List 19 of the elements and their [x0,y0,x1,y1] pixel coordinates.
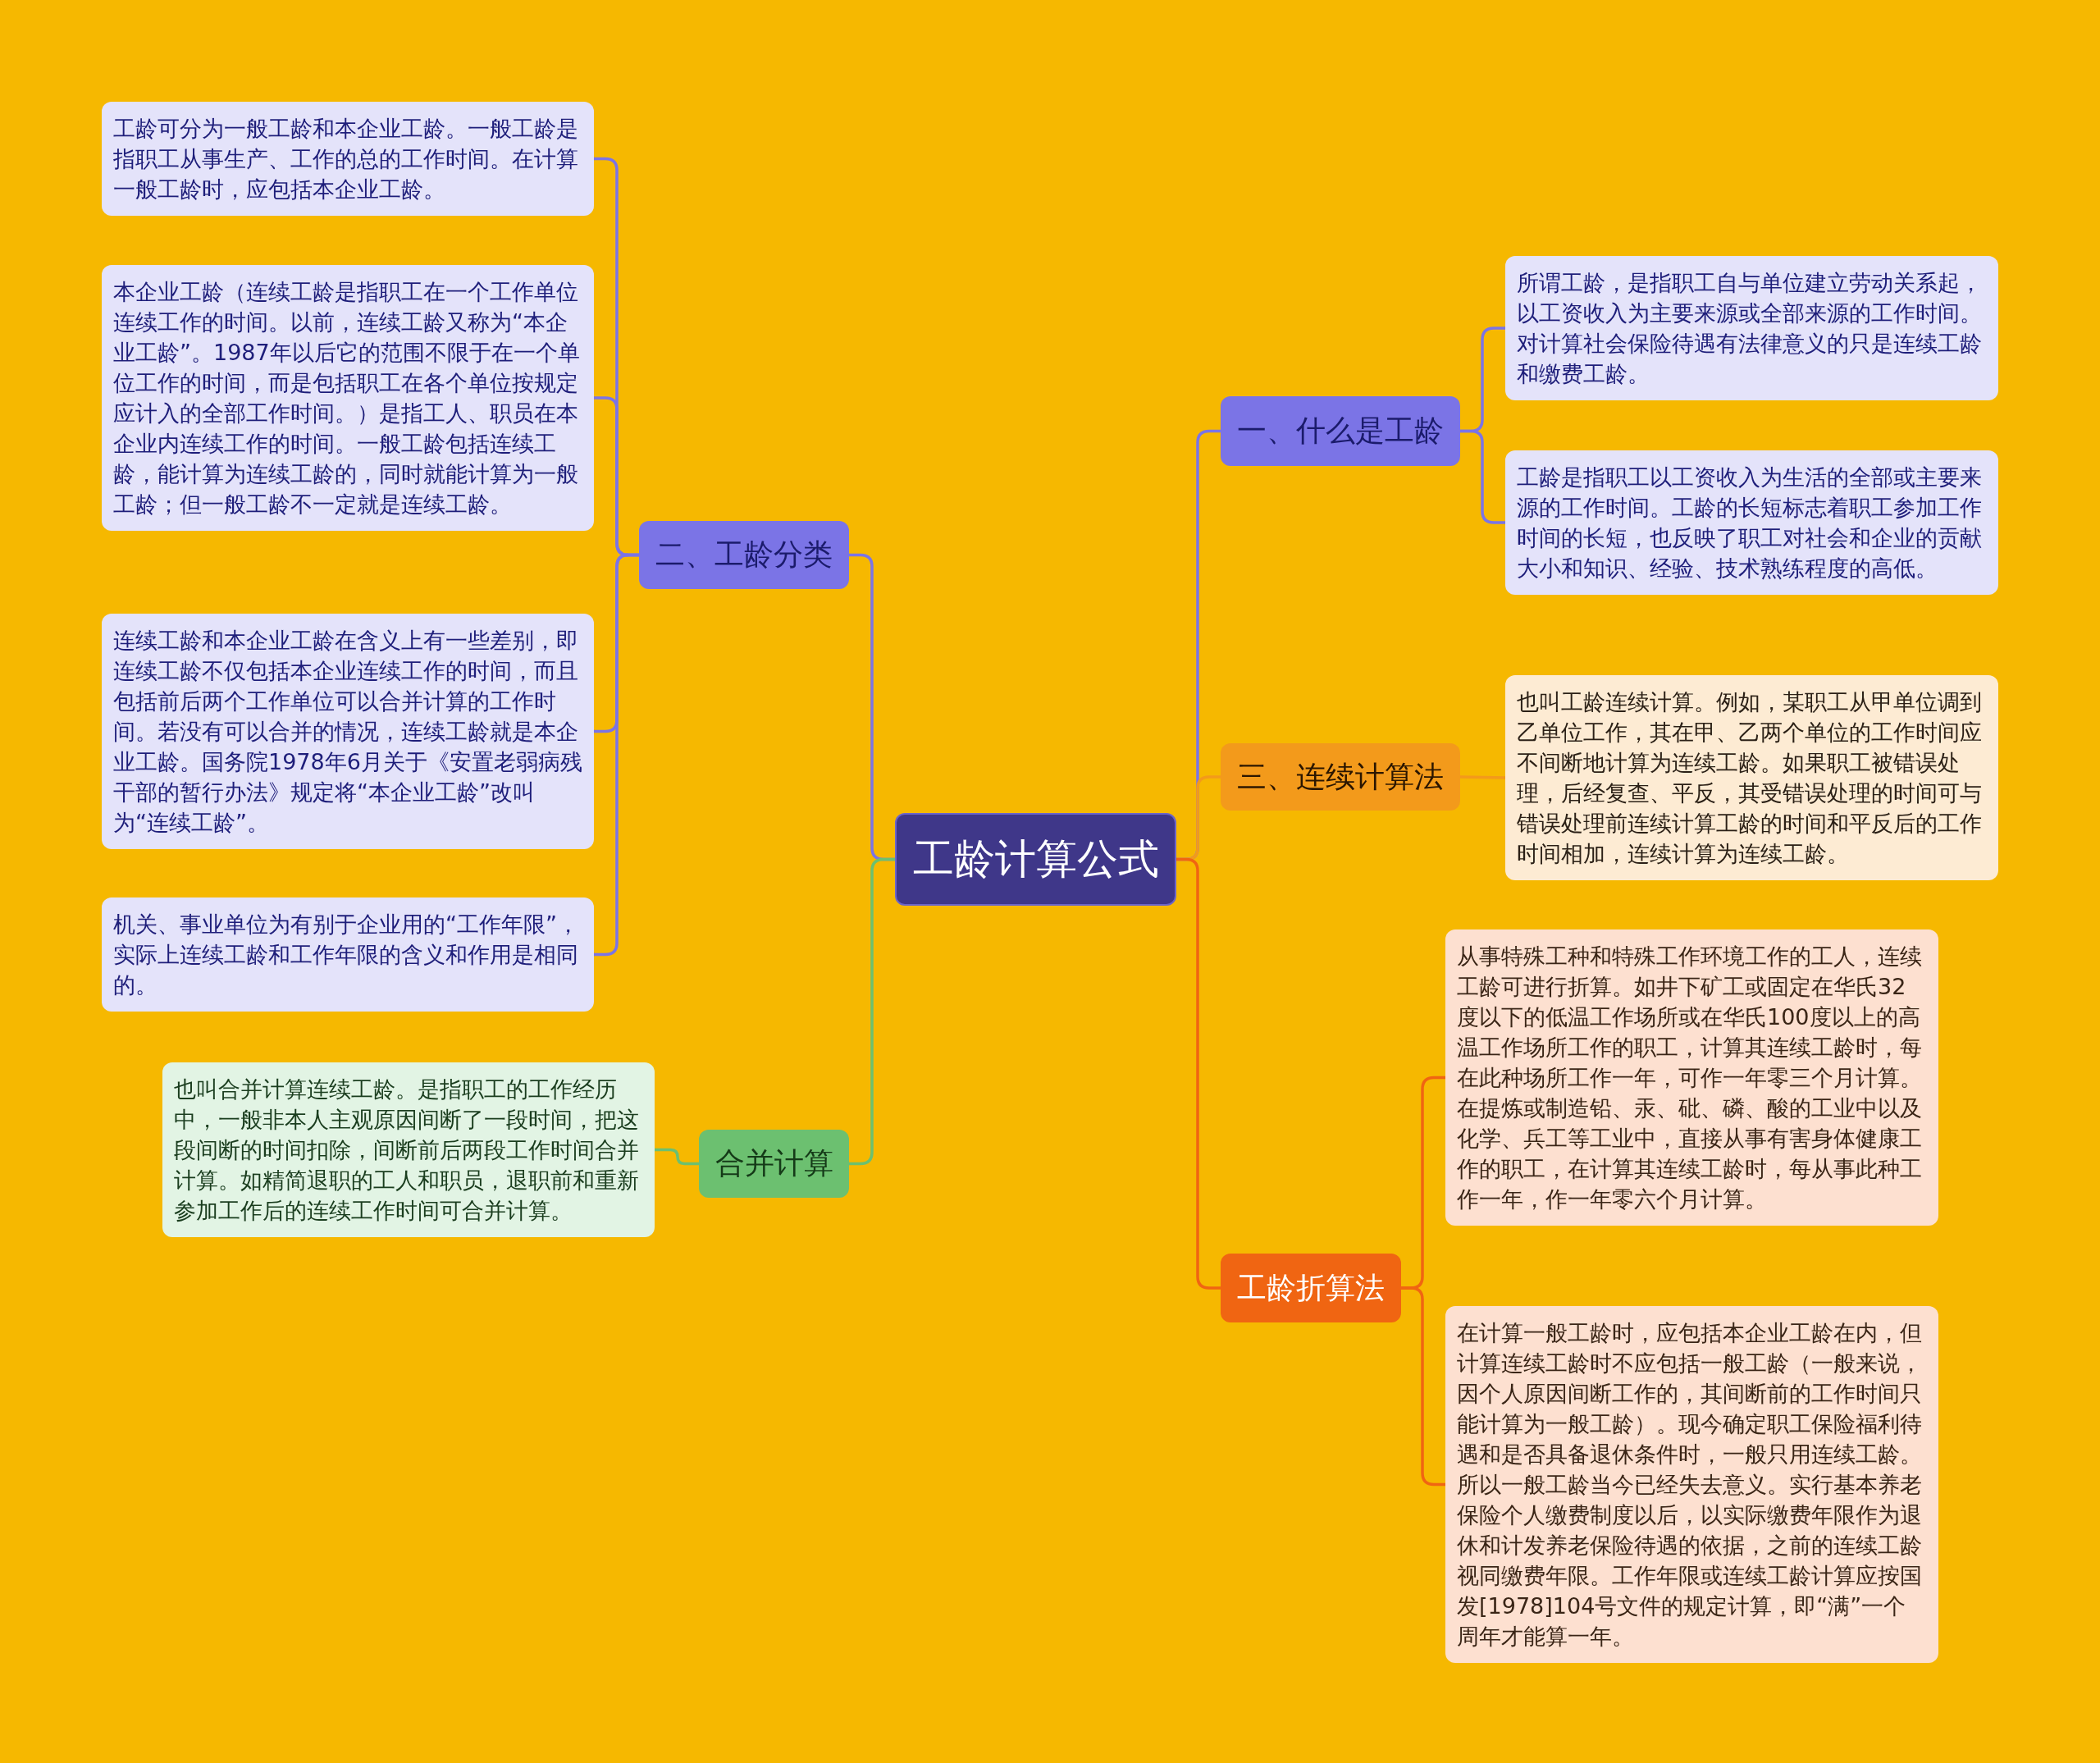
note-card: 也叫合并计算连续工龄。是指职工的工作经历中，一般非本人主观原因间断了一段时间，把这段间断的时间扣除，间断前后两段工作时间合并计算。如精简退职的工人和职员，退职前和重新参加工作后的连续工作时间可合并计算。 [162,1062,655,1237]
connector-line [1460,429,1505,524]
note-card: 所谓工龄，是指职工自与单位建立劳动关系起，以工资收入为主要来源或全部来源的工作时间。对计算社会保险待遇有法律意义的只是连续工龄和缴费工龄。 [1505,256,1998,400]
note-card: 从事特殊工种和特殊工作环境工作的工人，连续工龄可进行折算。如井下矿工或固定在华氏32度以下的低温工作场所或在华氏100度以上的高温工作场所工作的职工，计算其连续工龄时，每在此种场所工作一年，可作一年零三个月计算。在提炼或制造铅、汞、砒、磷、酸的工业中以及化学、兵工等工业中，直接从事有害身体健康工作的职工，在计算其连续工龄时，每从事此种工作一年，作一年零六个月计算。 [1445,929,1938,1226]
note-card: 工龄是指职工以工资收入为生活的全部或主要来源的工作时间。工龄的长短标志着职工参加工作时间的长短，也反映了职工对社会和企业的贡献大小和知识、经验、技术熟练程度的高低。 [1505,450,1998,595]
note-card: 工龄可分为一般工龄和本企业工龄。一般工龄是指职工从事生产、工作的总的工作时间。在计算一般工龄时，应包括本企业工龄。 [102,102,594,216]
note-card: 在计算一般工龄时，应包括本企业工龄在内，但计算连续工龄时不应包括一般工龄（一般来说，因个人原因间断工作的，其间断前的工作时间只能计算为一般工龄）。现今确定职工保险福利待遇和是否具备退休条件时，一般只用连续工龄。所以一般工龄当今已经失去意义。实行基本养老保险个人缴费制度以后，以实际缴费年限作为退休和计发养老保险待遇的依据，之前的连续工龄视同缴费年限。工作年限或连续工龄计算应按国发[1978]104号文件的规定计算，即“满”一个周年才能算一年。 [1445,1306,1938,1663]
connector-line [1459,775,1506,779]
topic-box: 工龄折算法 [1221,1254,1401,1322]
central-topic: 工龄计算公式 [895,813,1176,906]
topic-box: 一、什么是工龄 [1221,396,1460,466]
note-card: 本企业工龄（连续工龄是指职工在一个工作单位连续工作的时间。以前，连续工龄又称为“本企业工龄”。1987年以后它的范围不限于在一个单位工作的时间，而是包括职工在各个单位按规定应计入的全部工作时间。）是指工人、职员在本企业内连续工作的时间。一般工龄包括连续工龄，能计算为连续工龄的，同时就能计算为一般工龄；但一般工龄不一定就是连续工龄。 [102,265,594,531]
note-card: 也叫工龄连续计算。例如，某职工从甲单位调到乙单位工作，其在甲、乙两个单位的工作时间应不间断地计算为连续工龄。如果职工被错误处理，后经复查、平反，其受错误处理的时间可与错误处理前连续计算工龄的时间和平反后的工作时间相加，连续计算为连续工龄。 [1505,675,1998,880]
topic-box: 三、连续计算法 [1221,743,1460,811]
note-card: 机关、事业单位为有别于企业用的“工作年限”，实际上连续工龄和工作年限的含义和作用是相同的。 [102,897,594,1012]
note-card: 连续工龄和本企业工龄在含义上有一些差别，即连续工龄不仅包括本企业连续工作的时间，而且包括前后两个工作单位可以合并计算的工作时间。若没有可以合并的情况，连续工龄就是本企业工龄。国务院1978年6月关于《安置老弱病残干部的暂行办法》规定将“本企业工龄”改叫为“连续工龄”。 [102,614,594,849]
topic-box: 合并计算 [699,1130,849,1198]
connector-line [655,1148,699,1166]
topic-box: 二、工龄分类 [639,521,849,589]
